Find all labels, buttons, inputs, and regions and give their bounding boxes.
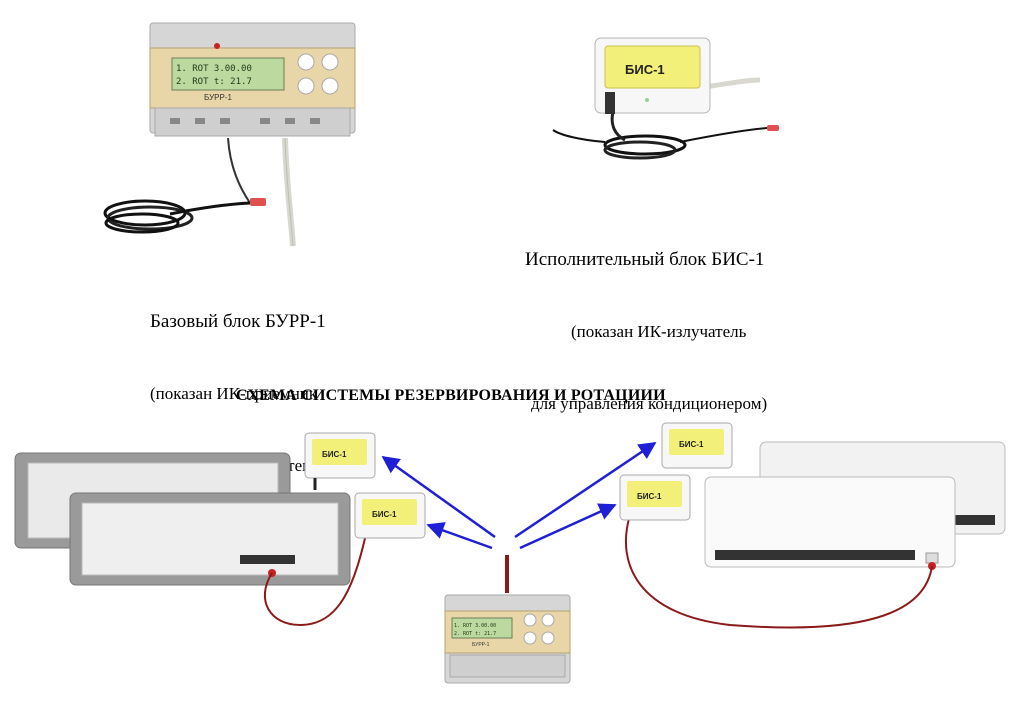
- burr-device-label: БУРР-1: [204, 93, 232, 102]
- cable-left: [263, 524, 369, 627]
- scheme-diagram: БИС-1 БИС-1 БИС-1 БИС-1 1. ROT 3.00.00 2…: [14, 422, 1006, 684]
- bis-small-2: БИС-1: [354, 492, 426, 539]
- burr-lcd-line1: 1. ROT 3.00.00: [176, 64, 252, 74]
- bis-small-3: БИС-1: [661, 422, 733, 469]
- bis-small-2-label: БИС-1: [372, 510, 397, 519]
- ir-arrows: [381, 441, 657, 550]
- arrow-to-bis-2: [426, 522, 493, 550]
- burr-lcd-line2: 2. ROT t: 21.7: [176, 77, 252, 87]
- burr-caption-line1: Базовый блок БУРР-1: [150, 311, 326, 332]
- bis-caption: Исполнительный блок БИС-1 (показан ИК-из…: [525, 200, 767, 440]
- burr-caption-line2: (показан ИК-приемник: [150, 384, 318, 403]
- burr-device-photo: 1. ROT 3.00.00 2. ROT t: 21.7 БУРР-1: [103, 22, 356, 247]
- bis-caption-line2: (показан ИК-излучатель: [571, 322, 747, 341]
- burr-small: 1. ROT 3.00.00 2. ROT t: 21.7 БУРР-1: [444, 594, 571, 684]
- bis-device-photo: БИС-1: [552, 37, 779, 160]
- bis-device-label: БИС-1: [625, 62, 665, 77]
- bis-caption-line3: для управления кондиционером): [531, 394, 768, 413]
- arrow-to-bis-4: [519, 503, 617, 550]
- bis-small-4-label: БИС-1: [637, 492, 662, 501]
- air-conditioner-left-front: [69, 492, 351, 586]
- bis-small-3-label: БИС-1: [679, 440, 704, 449]
- cable-right: [625, 514, 933, 629]
- bis-small-1-label: БИС-1: [322, 450, 347, 459]
- burr-small-lcd-line2: 2. ROT t: 21.7: [454, 631, 496, 637]
- bis-small-1: БИС-1: [304, 432, 376, 490]
- ir-receiver-cable: [103, 198, 266, 234]
- bis-caption-line1: Исполнительный блок БИС-1: [525, 249, 765, 270]
- arrow-to-bis-3: [514, 441, 657, 539]
- burr-small-lcd-line1: 1. ROT 3.00.00: [454, 623, 496, 629]
- bis-small-4: БИС-1: [619, 474, 691, 521]
- air-conditioner-right-front: [704, 476, 956, 570]
- scheme-title: СХЕМА СИСТЕМЫ РЕЗЕРВИРОВАНИЯ И РОТАЦИИИ: [236, 387, 666, 404]
- burr-buttons: [297, 53, 339, 95]
- arrow-to-bis-1: [381, 455, 496, 539]
- burr-small-label: БУРР-1: [472, 642, 490, 648]
